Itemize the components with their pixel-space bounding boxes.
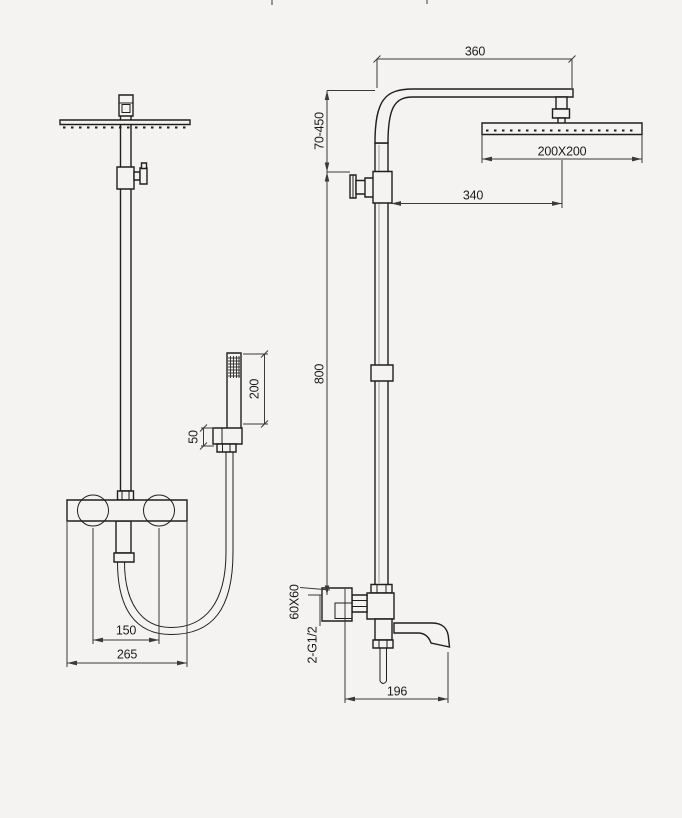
- rain-shower-head-side: [482, 123, 642, 135]
- dim-70-450-and-800: [324, 91, 375, 595]
- dim-50: [200, 425, 214, 450]
- inlet-escutcheon-right: [144, 495, 175, 526]
- dim-label-150: 150: [115, 623, 137, 638]
- dim-label-70-450: 70-450: [312, 112, 327, 150]
- dim-265: [67, 522, 187, 667]
- side-view: [300, 56, 642, 704]
- dim-200x200: [482, 135, 642, 164]
- dim-label-60x60: 60X60: [287, 584, 302, 620]
- riser-pipe-side: [375, 89, 573, 585]
- dim-150: [93, 528, 159, 644]
- crop-tick-marks: [272, 0, 427, 5]
- mixer-valve-side: [322, 585, 394, 622]
- valve-body-side: [367, 593, 394, 619]
- overhead-shower-head-front: [60, 95, 190, 128]
- dim-200: [243, 351, 268, 428]
- slider-clamp: [371, 365, 393, 381]
- dim-label-200: 200: [247, 378, 262, 400]
- shower-hose: [118, 452, 234, 635]
- tub-spout-side: [394, 623, 450, 647]
- ball-joint-side: [553, 97, 570, 124]
- dim-label-2-g12: 2-G1/2: [305, 626, 320, 664]
- hose-drop-side: [373, 619, 393, 684]
- hand-shower: [213, 353, 242, 452]
- hand-shower-knurl: [228, 356, 240, 378]
- handle-adapter: [352, 595, 367, 612]
- dim-label-800: 800: [312, 363, 327, 385]
- dim-360: [374, 56, 576, 89]
- leader-60x60: [300, 588, 330, 591]
- front-view: [60, 95, 268, 667]
- dim-196: [345, 589, 448, 703]
- dim-label-196: 196: [384, 684, 410, 699]
- inlet-escutcheon-left: [78, 495, 109, 526]
- hose-outlet-front: [114, 521, 134, 562]
- supply-nut-front: [118, 491, 134, 500]
- dim-label-340: 340: [462, 188, 484, 203]
- dim-340: [391, 160, 562, 208]
- dim-label-50: 50: [186, 430, 201, 444]
- diverter-knob-icon: [140, 168, 147, 184]
- leader-2-g12: [308, 595, 322, 626]
- hand-shower-holder: [213, 428, 242, 444]
- shower-arm-side: [375, 89, 573, 143]
- hose-nut: [217, 444, 236, 452]
- diverter-bracket-front: [117, 163, 147, 189]
- wall-bracket-side: [350, 172, 392, 204]
- dim-label-200x200: 200X200: [535, 144, 589, 159]
- valve-body-front: [67, 495, 187, 526]
- dim-label-265: 265: [116, 647, 138, 662]
- dim-label-360: 360: [464, 44, 486, 59]
